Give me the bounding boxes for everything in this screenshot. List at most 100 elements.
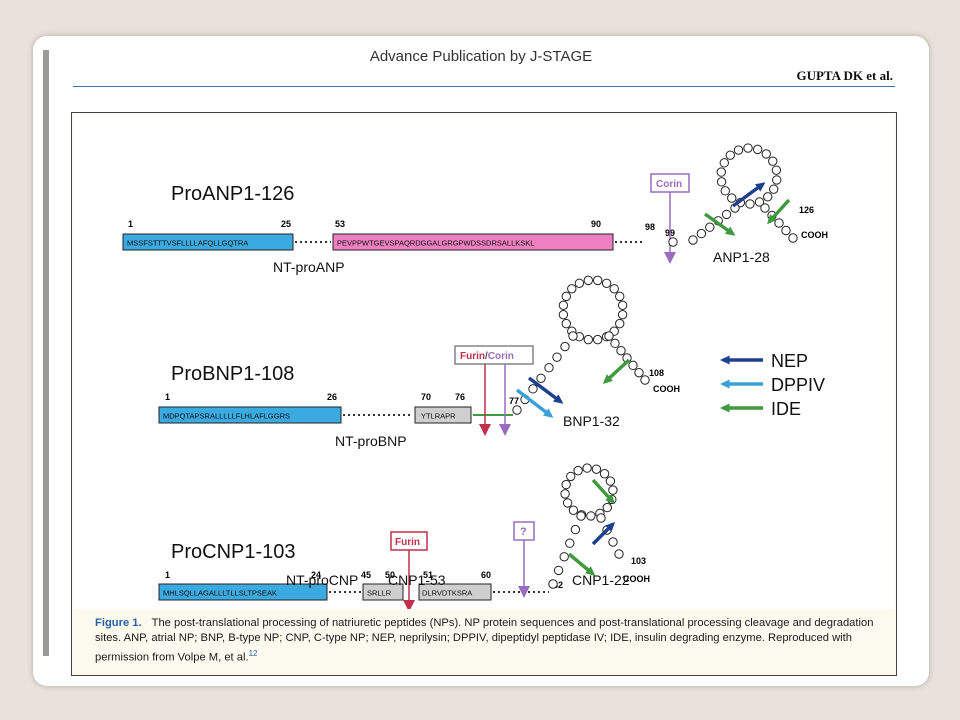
- cnp-pos-60: 60: [481, 570, 491, 580]
- cnp-pos-1: 1: [165, 570, 170, 580]
- cnp-arrows: [567, 478, 616, 576]
- anp-residue-chain: [668, 143, 798, 247]
- bnp-pos-76: 76: [455, 392, 465, 402]
- bnp-stem-residue: [536, 373, 546, 383]
- legend-label-ide: IDE: [771, 399, 801, 419]
- legend-arrow-dppiv-head: [720, 379, 730, 389]
- bnp-stem-residue: [512, 405, 522, 415]
- cnp-mid-label: CNP1-53: [388, 572, 446, 588]
- bnp-loop-residue: [615, 318, 625, 329]
- cnp-seq2-text: SRLLR: [367, 589, 392, 598]
- cnp-seq-blue: [158, 583, 328, 601]
- cnp-loop-residue: [562, 498, 573, 508]
- bnp-tail-residue: [640, 375, 650, 385]
- cnp-seq-gray-2: [418, 583, 492, 601]
- bnp-pos-26: 26: [327, 392, 337, 402]
- cnp-stem-residue: [576, 511, 586, 521]
- bnp-seq1-text: MDPQTAPSRALLLLLFLHLAFLGGRS: [163, 412, 290, 421]
- anp-mature-label: ANP1-28: [713, 249, 770, 265]
- cnp-loop-residue: [599, 469, 610, 479]
- furin-corin-box: [454, 345, 534, 365]
- anp-tail-residue: [760, 203, 770, 213]
- anp-tail-residue: [774, 218, 784, 228]
- anp-tail-residue: [788, 233, 798, 243]
- anp-stem-residue: [688, 235, 698, 245]
- anp-pos-53: 53: [335, 219, 345, 229]
- anp-stem-residue: [705, 222, 715, 232]
- anp-stem-residue: [721, 209, 732, 220]
- cnp-stem-residue: [570, 524, 581, 535]
- bnp-loop-residue: [601, 278, 612, 288]
- cnp-stem-residue: [553, 565, 564, 576]
- cnp-pos-51: 51: [423, 570, 433, 580]
- bnp-loop-residue: [583, 334, 594, 345]
- anp-pro-label: ProANP1-126: [171, 183, 294, 205]
- anp-loop-residue: [716, 167, 726, 177]
- bnp-stem-residue: [552, 352, 562, 362]
- bnp-pos-108: 108: [649, 368, 664, 378]
- bnp-arrows: [515, 358, 631, 418]
- cnp-tail-residue: [614, 549, 624, 559]
- furin-corin-text: Furin/Corin: [460, 351, 514, 362]
- side-bar: [43, 50, 49, 656]
- bnp-tail-residue: [610, 338, 620, 349]
- corin-label-bnp: Corin: [488, 351, 514, 362]
- cnp-loop-residue: [586, 511, 596, 521]
- cnp-loop-residue: [573, 465, 583, 476]
- bnp-loop-residue: [558, 309, 569, 320]
- caption-label: Figure 1.: [95, 617, 142, 629]
- slide-card: Advance Publication by J-STAGE GUPTA DK …: [33, 36, 929, 686]
- bnp-pro-label: ProBNP1-108: [171, 363, 294, 385]
- figure-caption: Figure 1.The post-translational processi…: [95, 616, 887, 666]
- cnp-mature-label: CNP1-22: [572, 572, 630, 588]
- cnp-pos-103: 103: [631, 556, 646, 566]
- bnp-residue-chain: [512, 275, 650, 415]
- cnp-pos-45: 45: [361, 570, 371, 580]
- cnp-loop-residue: [566, 471, 576, 482]
- legend-label-nep: NEP: [771, 351, 808, 371]
- cnp-nt-label: NT-proCNP: [286, 572, 359, 588]
- bnp-seq-blue: [158, 406, 342, 424]
- anp-stem-residue: [696, 228, 707, 239]
- bnp-seq-gray: [414, 406, 472, 424]
- cnp-loop-residue: [582, 463, 592, 473]
- bnp-stem-residue: [560, 341, 570, 352]
- bnp-loop-residue: [567, 284, 577, 294]
- bnp-seq2-text: YTLRAPR: [421, 412, 456, 421]
- np-processing-diagram: ProANP1-126 1 25 53 90 MSSFSTTTVSFLLLLAF…: [122, 143, 828, 612]
- bnp-loop-residue: [558, 300, 569, 311]
- anp-seq1-text: MSSFSTTTVSFLLLLAFQLLGQTRA: [127, 239, 248, 248]
- cnp-loop-residue: [591, 464, 602, 474]
- slash-label: /: [485, 351, 488, 362]
- bnp-loop-residue: [561, 318, 571, 329]
- anp-loop-residue: [754, 197, 765, 207]
- unknown-enzyme-label: ?: [520, 526, 527, 538]
- bnp-loop-residue: [617, 300, 628, 311]
- cnp-pos-50: 50: [385, 570, 395, 580]
- anp-pos-90: 90: [591, 219, 601, 229]
- cnp-seq1-text: MHLSQLLAGALLLTLLSLTPSEAK: [163, 589, 277, 598]
- anp-seq-pink: [332, 233, 614, 251]
- bnp-nep-arrow-head: [553, 394, 564, 404]
- anp-nt-label: NT-proANP: [273, 259, 345, 275]
- cnp-ide-arrow-1-head: [605, 494, 616, 505]
- cnp-loop-residue: [602, 502, 612, 513]
- bnp-tail-residue: [604, 331, 614, 341]
- anp-loop-residue: [719, 158, 729, 168]
- anp-seq2-text: PEVPPWTGEVSPAQRDGGALGRGPWDSSDRSALLKSKL: [337, 239, 534, 248]
- bnp-mature-label: BNP1-32: [563, 413, 620, 429]
- bnp-cooh: COOH: [653, 384, 680, 394]
- bnp-loop-residue: [561, 291, 571, 302]
- cnp-stem-residue: [565, 538, 575, 548]
- bnp-tail-residue: [634, 367, 644, 378]
- header-rule: [73, 86, 895, 87]
- anp-loop-residue: [769, 184, 779, 194]
- bnp-tail-residue: [628, 360, 638, 371]
- bnp-stem-residue: [528, 384, 538, 394]
- cnp-tail-residue: [608, 537, 618, 547]
- anp-loop-residue: [768, 156, 778, 166]
- bnp-loop-residue: [617, 309, 628, 320]
- anp-loop-residue: [772, 175, 782, 185]
- anp-ide-arrow-2-head: [766, 214, 777, 225]
- figure-area: ProANP1-126 1 25 53 90 MSSFSTTTVSFLLLLAF…: [73, 114, 895, 612]
